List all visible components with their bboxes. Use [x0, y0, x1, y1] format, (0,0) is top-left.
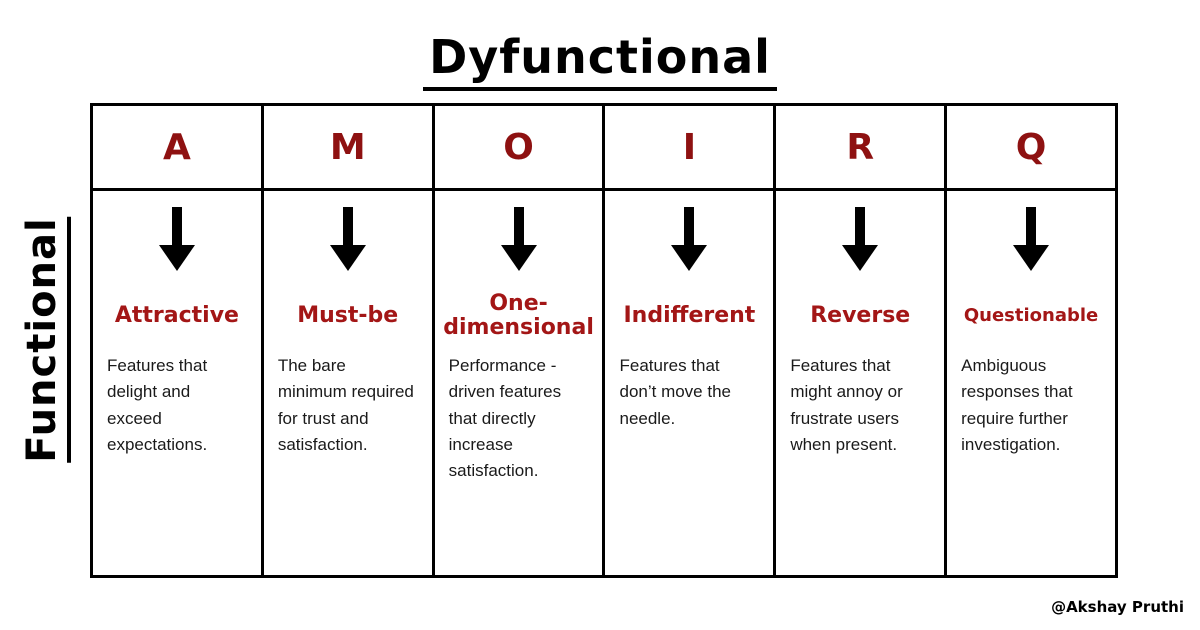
side-axis-label: Functional: [19, 217, 71, 463]
category-label: Reverse: [810, 302, 911, 328]
column-letter: Q: [947, 106, 1115, 191]
category-description: The bare minimum required for trust and …: [277, 356, 414, 455]
down-arrow-icon: [671, 207, 708, 271]
category-description: Features that delight and exceed expecta…: [107, 356, 208, 455]
down-arrow-icon: [158, 207, 195, 271]
column-body: Questionable Ambiguous responses that re…: [947, 191, 1115, 575]
column-body: One-dimensional Performance -driven feat…: [435, 191, 603, 575]
category-description: Performance -driven features that direct…: [448, 356, 562, 481]
category-label: Questionable: [963, 305, 1099, 327]
column-letter: I: [605, 106, 774, 191]
page-title: Dyfunctional: [423, 30, 777, 91]
column-letter: O: [434, 106, 603, 191]
column-letter: M: [263, 106, 432, 191]
column-questionable: Q Questionable Ambiguous responses that …: [947, 106, 1115, 575]
author-credit: @Akshay Pruthi: [1051, 598, 1184, 616]
column-body: Reverse Features that might annoy or fru…: [776, 191, 944, 575]
title-row: Dyfunctional: [0, 30, 1200, 91]
category-description: Features that might annoy or frustrate u…: [790, 356, 903, 455]
column-body: Must-be The bare minimum required for tr…: [264, 191, 432, 575]
down-arrow-icon: [1013, 207, 1050, 271]
category-description: Features that don’t move the needle.: [619, 356, 731, 428]
category-label: Must-be: [297, 302, 399, 328]
column-indifferent: I Indifferent Features that don’t move t…: [605, 106, 777, 575]
down-arrow-icon: [329, 207, 366, 271]
column-letter: R: [776, 106, 945, 191]
category-description: Ambiguous responses that require further…: [961, 356, 1073, 455]
column-must-be: M Must-be The bare minimum required for …: [263, 106, 435, 575]
down-arrow-icon: [842, 207, 879, 271]
category-label: Indifferent: [623, 302, 756, 328]
column-letter: A: [93, 106, 261, 191]
kano-table: A Attractive Features that delight and e…: [90, 103, 1118, 578]
column-body: Attractive Features that delight and exc…: [93, 191, 261, 575]
column-reverse: R Reverse Features that might annoy or f…: [776, 106, 948, 575]
down-arrow-icon: [500, 207, 537, 271]
category-label: Attractive: [114, 302, 239, 328]
column-body: Indifferent Features that don’t move the…: [605, 191, 773, 575]
category-label: One-dimensional: [443, 290, 594, 340]
column-one-dimensional: O One-dimensional Performance -driven fe…: [434, 106, 606, 575]
column-attractive: A Attractive Features that delight and e…: [93, 106, 264, 575]
